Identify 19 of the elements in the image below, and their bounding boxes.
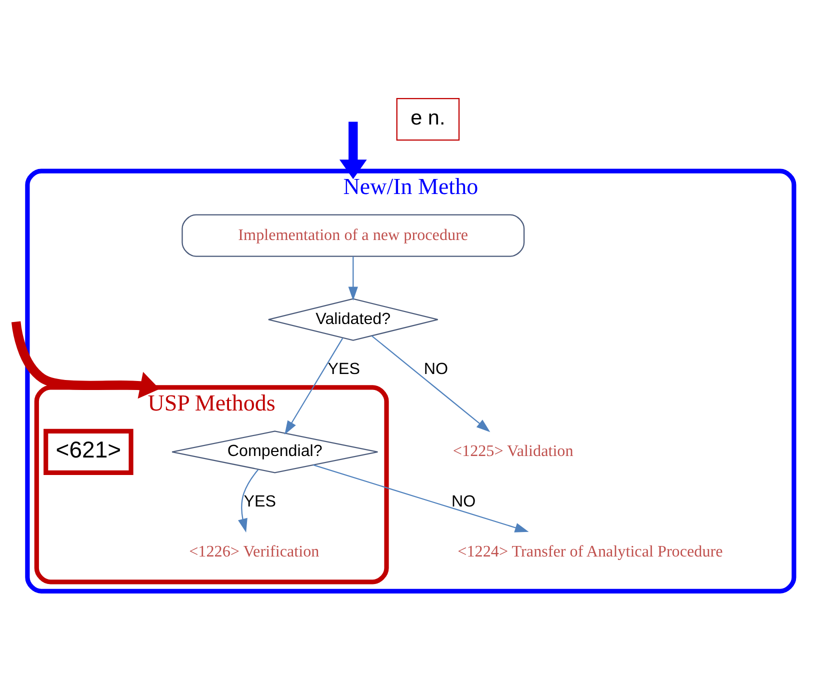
node-text: <1226> Verification — [188, 542, 319, 560]
node-box: Implementation of a new procedure — [181, 214, 524, 256]
edge-label: YES — [243, 492, 276, 510]
node-text: <1225> Validation — [452, 442, 573, 460]
arrow — [10, 320, 160, 398]
arrow — [370, 334, 490, 432]
arrow — [284, 337, 343, 434]
arrow — [312, 464, 528, 532]
node-box: e n. — [396, 98, 460, 140]
edge-label: NO — [451, 492, 476, 510]
node-diamond: Validated? — [267, 298, 438, 340]
arrow — [238, 468, 258, 532]
node-box: <621> — [43, 428, 133, 474]
node-diamond: Compendial? — [171, 430, 378, 473]
node-text: <1224> Transfer of Analytical Procedure — [457, 542, 722, 560]
edge-label: YES — [327, 359, 360, 378]
edge-label: NO — [423, 359, 448, 378]
arrow — [348, 256, 358, 300]
arrow — [338, 121, 366, 179]
